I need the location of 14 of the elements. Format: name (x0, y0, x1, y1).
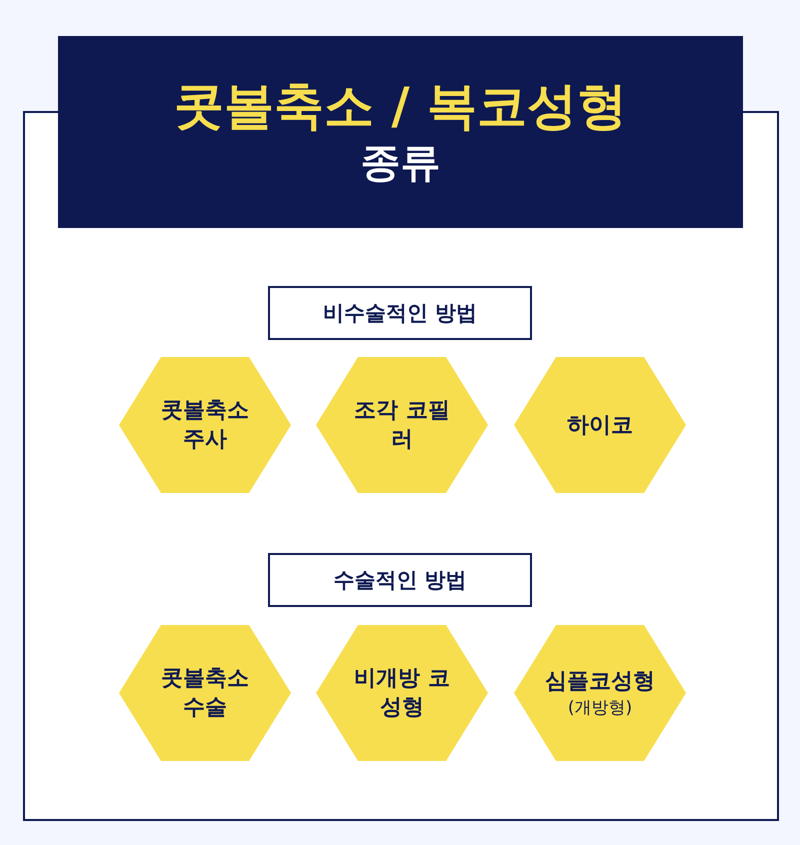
section-heading-box (268, 553, 532, 607)
item-text: 하이코 (566, 412, 634, 440)
item-text: 심플코성형 (545, 668, 655, 696)
section-heading-box (268, 286, 532, 340)
note-text: (개방형) (568, 696, 632, 720)
item-text: 콧볼축소 수술 (160, 665, 250, 722)
heading-text: 수술적인 방법 (333, 567, 467, 594)
item-text: 조각 코필러 (353, 397, 451, 454)
title-banner (58, 36, 743, 228)
item-text: 콧볼축소 주사 (160, 397, 250, 454)
title-text: 콧볼축소 / 복코성형 (174, 76, 628, 137)
item-text: 비개방 코성형 (353, 665, 451, 722)
heading-text: 비수술적인 방법 (322, 300, 478, 327)
subtitle-text: 종류 (360, 139, 440, 188)
